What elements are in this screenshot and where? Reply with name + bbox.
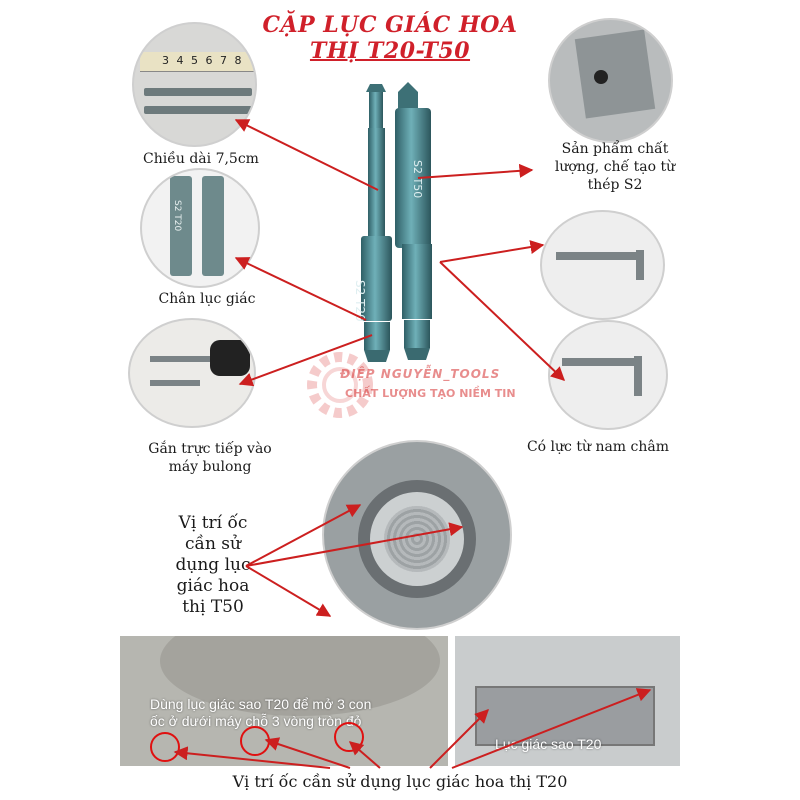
arrow-magnet-1 — [439, 240, 545, 263]
arrow-hex — [234, 257, 367, 321]
ruler — [140, 52, 255, 72]
ruler-numbers: 3 4 5 6 7 8 — [162, 54, 244, 67]
watermark-slogan: CHẤT LƯỢNG TẠO NIỀM TIN — [345, 387, 516, 400]
shank-1 — [170, 176, 192, 276]
arrow-material — [417, 163, 534, 179]
watermark-brand: ĐIỆP NGUYỄN_TOOLS — [340, 367, 501, 381]
hex-shank-photo: S2 T20 — [140, 168, 260, 288]
length-photo: 3 4 5 6 7 8 — [132, 22, 257, 147]
bit-in-photo-2 — [144, 106, 252, 114]
magnet-photo-2 — [548, 320, 668, 430]
title-line-2: THỊ T20-T50 — [309, 38, 471, 64]
red-circle-3 — [334, 722, 364, 752]
magnet-bit-1 — [556, 252, 636, 260]
bit-tip-closeup — [574, 29, 656, 119]
bit-loose — [150, 380, 200, 386]
magnet-bit-4 — [634, 356, 642, 396]
caption-length: Chiều dài 7,5cm — [143, 151, 259, 167]
title-line-1: CẶP LỤC GIÁC HOA — [262, 12, 518, 38]
machine-bottom-photo-left: Dùng lục giác sao T20 để mở 3 con ốc ở d… — [120, 636, 448, 766]
caption-material: Sản phẩm chất lượng, chế tạo từ thép S2 — [554, 141, 676, 193]
t20-engraving: S2 T20 — [353, 280, 367, 322]
caption-magnet: Có lực từ nam châm — [526, 439, 670, 455]
tip-hole — [594, 70, 608, 84]
drill-bit — [150, 356, 210, 362]
material-photo — [548, 18, 673, 143]
bottom-caption: Vị trí ốc cần sử dụng lục giác hoa thị T… — [232, 772, 568, 791]
red-circle-1 — [150, 732, 180, 762]
caption-hex-shank: Chân lục giác — [158, 291, 256, 307]
left-photo-text: Dùng lục giác sao T20 để mở 3 con ốc ở d… — [150, 696, 372, 729]
shank-2 — [202, 176, 224, 276]
washer-drum — [384, 506, 450, 572]
t50-bit — [395, 82, 432, 360]
watermark: ĐIỆP NGUYỄN_TOOLS CHẤT LƯỢNG TẠO NIỀM TI… — [300, 345, 530, 425]
t20-bit — [361, 84, 392, 362]
page-title: CẶP LỤC GIÁC HOA THỊ T20-T50 — [240, 12, 540, 64]
red-circle-2 — [240, 726, 270, 756]
magnet-bit-2 — [636, 250, 644, 280]
magnet-photo-1 — [540, 210, 665, 320]
machine-bottom-photo-right: Lục giác sao T20 — [455, 636, 680, 766]
caption-direct-attach: Gắn trực tiếp vào máy bulong — [148, 441, 272, 475]
drill-body — [210, 340, 250, 376]
t50-engraving: S2 T50 — [411, 160, 424, 198]
washer-photo — [322, 440, 512, 630]
right-photo-text: Lục giác sao T20 — [495, 736, 602, 752]
bit-in-photo-1 — [144, 88, 252, 96]
magnet-bit-3 — [562, 358, 634, 366]
shank-engraving: S2 T20 — [172, 200, 182, 232]
drill-photo — [128, 318, 256, 428]
gear-logo-icon — [307, 352, 373, 418]
t50-location-label: Vị trí ốc cần sử dụng lục giác hoa thị T… — [175, 513, 251, 617]
